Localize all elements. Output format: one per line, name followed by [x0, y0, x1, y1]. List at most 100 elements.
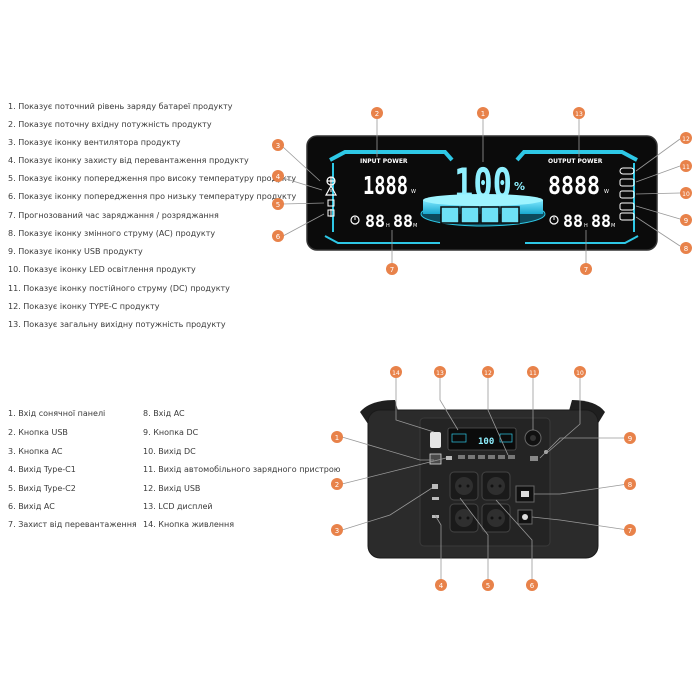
overload-protection-switch[interactable]: [517, 509, 533, 525]
svg-text:1: 1: [335, 434, 339, 442]
display-legend-item: 13. Показує загальну вихідну потужність …: [8, 320, 226, 329]
svg-text:6: 6: [276, 233, 281, 241]
svg-text:2: 2: [335, 481, 339, 489]
display-legend-item: 8. Показує іконку змінного струму (AC) п…: [8, 229, 216, 238]
battery-level-bar: [420, 194, 546, 227]
svg-text:5: 5: [276, 201, 280, 209]
time-minutes-right: 88: [591, 212, 611, 232]
display-legend-item: 5. Показує іконку попередження про висок…: [8, 174, 297, 183]
input-watt-unit: W: [411, 189, 416, 195]
callout-device-2: 2: [331, 478, 343, 490]
callout-top-8: 8: [680, 242, 692, 254]
device-legend-item: 4. Вихід Type-C1: [8, 465, 76, 474]
time-m-unit-right: M: [611, 223, 615, 229]
callout-top-7a: 7: [386, 263, 398, 275]
display-legend-item: 7. Прогнозований час заряджання / розряд…: [8, 211, 219, 220]
led-icon: [619, 190, 635, 199]
display-legend-item: 6. Показує іконку попередження про низьк…: [8, 192, 297, 201]
leader-lines-top: [282, 118, 681, 263]
time-h-unit-right: H: [584, 223, 588, 229]
device-legend-item: 7. Захист від перевантаження: [8, 520, 137, 529]
callout-top-11: 11: [680, 160, 692, 172]
device-legend-item: 5. Вихід Type-C2: [8, 484, 76, 493]
callout-device-6: 6: [526, 579, 538, 591]
device-legend-item: 13. LCD дисплей: [143, 502, 213, 511]
clock-icon-left: [350, 215, 360, 225]
display-legend-item: 2. Показує поточну вхідну потужність про…: [8, 120, 212, 129]
svg-text:5: 5: [486, 582, 490, 590]
output-watt-unit: W: [604, 189, 609, 195]
callout-device-5: 5: [482, 579, 494, 591]
output-power-value: 8888: [548, 171, 600, 200]
svg-text:14: 14: [392, 370, 400, 377]
input-power-value: 1888: [363, 171, 408, 200]
svg-text:100: 100: [478, 437, 494, 447]
svg-text:4: 4: [439, 582, 444, 590]
callout-top-6: 6: [272, 230, 284, 242]
time-hours-right: 88: [563, 212, 583, 232]
callout-top-1: 1: [477, 107, 489, 119]
svg-text:9: 9: [684, 217, 688, 225]
display-legend-item: 11. Показує іконку постійного струму (DC…: [8, 284, 230, 293]
callout-top-12: 12: [680, 132, 692, 144]
time-h-unit-left: H: [386, 223, 390, 229]
display-legend-item: 3. Показує іконку вентилятора продукту: [8, 138, 181, 147]
svg-text:6: 6: [530, 582, 535, 590]
device-legend-item: 6. Вихід AC: [8, 502, 55, 511]
svg-text:9: 9: [628, 435, 632, 443]
device-legend-item: 14. Кнопка живлення: [143, 520, 235, 529]
callout-top-4: 4: [272, 170, 284, 182]
solar-input-port[interactable]: [429, 453, 442, 465]
svg-text:3: 3: [276, 142, 280, 150]
car-charger-port[interactable]: [524, 429, 542, 447]
device-lcd: 100: [447, 427, 517, 451]
time-hours-left: 88: [365, 212, 385, 232]
fan-icon: [326, 176, 336, 186]
time-m-unit-left: M: [413, 223, 417, 229]
callout-top-7b: 7: [580, 263, 592, 275]
svg-text:12: 12: [484, 370, 492, 377]
svg-text:2: 2: [375, 110, 379, 118]
callout-device-13: 13: [434, 366, 446, 378]
svg-text:13: 13: [575, 111, 583, 118]
svg-text:3: 3: [335, 527, 339, 535]
svg-text:7: 7: [390, 266, 394, 274]
svg-text:13: 13: [436, 370, 444, 377]
svg-text:7: 7: [628, 527, 632, 535]
svg-text:4: 4: [276, 173, 281, 181]
device-legend-item: 12. Вихід USB: [143, 484, 201, 493]
svg-text:10: 10: [682, 191, 690, 198]
callout-device-11: 11: [527, 366, 539, 378]
dc-button[interactable]: [530, 456, 538, 461]
ac-outlets[interactable]: [449, 471, 511, 533]
callout-device-1: 1: [331, 431, 343, 443]
callout-device-14: 14: [390, 366, 402, 378]
svg-text:11: 11: [682, 164, 690, 171]
clock-icon-right: [549, 215, 559, 225]
svg-text:10: 10: [576, 370, 584, 377]
ac-button[interactable]: [432, 484, 438, 489]
svg-text:8: 8: [684, 245, 688, 253]
svg-text:7: 7: [584, 266, 588, 274]
svg-text:12: 12: [682, 136, 690, 143]
callout-device-12: 12: [482, 366, 494, 378]
type-c-icon: [619, 167, 635, 175]
device-legend-item: 8. Вхід AC: [143, 409, 185, 418]
usb-icon: [619, 202, 635, 211]
device-legend-item: 10. Вихід DC: [143, 447, 196, 456]
callout-device-8: 8: [624, 478, 636, 490]
usb-button[interactable]: [446, 456, 452, 460]
high-temp-icon: [327, 199, 335, 207]
svg-text:11: 11: [529, 370, 537, 377]
power-button[interactable]: [430, 432, 441, 448]
svg-text:8: 8: [628, 481, 632, 489]
usb-output-ports[interactable]: [458, 455, 515, 459]
device-legend-item: 2. Кнопка USB: [8, 428, 68, 437]
ac-input-port[interactable]: [515, 485, 535, 503]
ac-icon: [619, 212, 635, 221]
device-legend-item: 3. Кнопка AC: [8, 447, 63, 456]
callout-device-7: 7: [624, 524, 636, 536]
callout-device-9: 9: [624, 432, 636, 444]
percent-sign: %: [514, 180, 525, 193]
